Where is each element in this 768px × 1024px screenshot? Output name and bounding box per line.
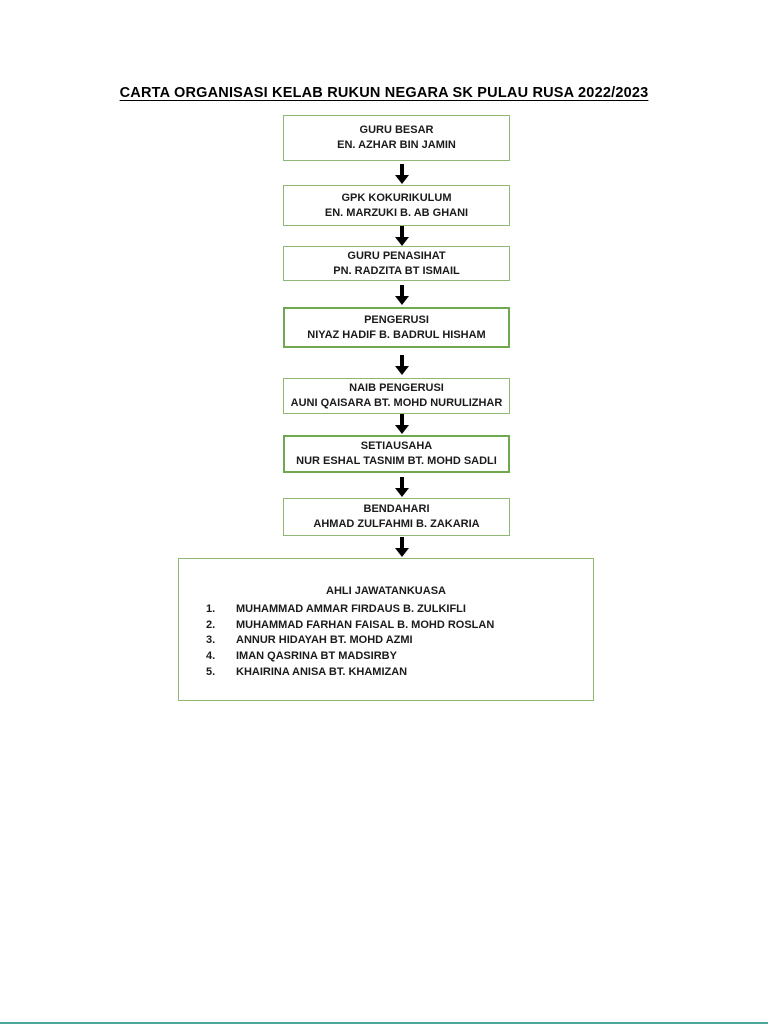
role-label: GURU PENASIHAT	[347, 249, 446, 262]
down-arrow-icon	[394, 355, 410, 375]
committee-title: AHLI JAWATANKUASA	[326, 585, 446, 597]
committee-member-list: 1. MUHAMMAD AMMAR FIRDAUS B. ZULKIFLI 2.…	[179, 602, 593, 681]
viewer-bottom-bar	[0, 1022, 768, 1024]
org-box-pengerusi: PENGERUSI NIYAZ HADIF B. BADRUL HISHAM	[283, 307, 510, 348]
page-title: CARTA ORGANISASI KELAB RUKUN NEGARA SK P…	[119, 85, 649, 101]
list-item: 2. MUHAMMAD FARHAN FAISAL B. MOHD ROSLAN	[179, 618, 593, 634]
list-item: 1. MUHAMMAD AMMAR FIRDAUS B. ZULKIFLI	[179, 602, 593, 618]
member-name: IMAN QASRINA BT MADSIRBY	[236, 650, 397, 663]
down-arrow-icon	[394, 226, 410, 246]
member-number: 5.	[206, 665, 216, 678]
member-number: 2.	[206, 618, 216, 631]
person-name: EN. MARZUKI B. AB GHANI	[324, 206, 469, 219]
role-label: BENDAHARI	[363, 503, 430, 515]
role-label: SETIAUSAHA	[360, 440, 433, 452]
org-box-naib-pengerusi: NAIB PENGERUSI AUNI QAISARA BT. MOHD NUR…	[283, 378, 510, 414]
org-box-ahli-jawatankuasa: AHLI JAWATANKUASA 1. MUHAMMAD AMMAR FIRD…	[178, 558, 594, 701]
person-name: PN. RADZITA BT ISMAIL	[333, 264, 460, 277]
member-name: MUHAMMAD FARHAN FAISAL B. MOHD ROSLAN	[236, 618, 495, 631]
person-name: AHMAD ZULFAHMI B. ZAKARIA	[313, 518, 480, 530]
list-item: 5. KHAIRINA ANISA BT. KHAMIZAN	[179, 665, 593, 681]
down-arrow-icon	[394, 285, 410, 305]
role-label: GURU BESAR	[359, 124, 434, 136]
org-box-setiausaha: SETIAUSAHA NUR ESHAL TASNIM BT. MOHD SAD…	[283, 435, 510, 473]
member-number: 1.	[206, 603, 216, 615]
role-label: PENGERUSI	[364, 313, 429, 326]
down-arrow-icon	[394, 477, 410, 497]
member-name: MUHAMMAD AMMAR FIRDAUS B. ZULKIFLI	[236, 603, 466, 615]
person-name: NUR ESHAL TASNIM BT. MOHD SADLI	[296, 455, 497, 467]
person-name: AUNI QAISARA BT. MOHD NURULIZHAR	[290, 397, 503, 409]
member-number: 3.	[206, 634, 216, 647]
member-name: KHAIRINA ANISA BT. KHAMIZAN	[236, 665, 408, 678]
org-box-gpk-kokurikulum: GPK KOKURIKULUM EN. MARZUKI B. AB GHANI	[283, 185, 510, 226]
role-label: GPK KOKURIKULUM	[341, 191, 452, 204]
role-label: NAIB PENGERUSI	[349, 382, 444, 394]
down-arrow-icon	[394, 164, 410, 184]
down-arrow-icon	[394, 414, 410, 434]
person-name: EN. AZHAR BIN JAMIN	[337, 139, 456, 151]
member-number: 4.	[206, 650, 216, 663]
member-name: ANNUR HIDAYAH BT. MOHD AZMI	[236, 634, 413, 647]
person-name: NIYAZ HADIF B. BADRUL HISHAM	[307, 328, 486, 341]
down-arrow-icon	[394, 537, 410, 557]
list-item: 3. ANNUR HIDAYAH BT. MOHD AZMI	[179, 633, 593, 649]
org-box-guru-besar: GURU BESAR EN. AZHAR BIN JAMIN	[283, 115, 510, 161]
org-box-guru-penasihat: GURU PENASIHAT PN. RADZITA BT ISMAIL	[283, 246, 510, 281]
list-item: 4. IMAN QASRINA BT MADSIRBY	[179, 649, 593, 665]
org-box-bendahari: BENDAHARI AHMAD ZULFAHMI B. ZAKARIA	[283, 498, 510, 536]
